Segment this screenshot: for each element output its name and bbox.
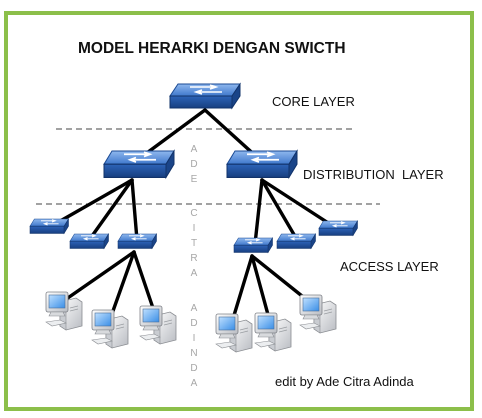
- link-core-distribution-right: [203, 108, 260, 160]
- computer-2-icon: [91, 309, 129, 349]
- distribution-switch-left-icon: [103, 150, 175, 179]
- link-right-dist-access-2: [260, 178, 298, 240]
- diagram-title: MODEL HERARKI DENGAN SWICTH: [78, 40, 346, 57]
- computer-1-icon: [45, 291, 83, 331]
- watermark-letter: I: [193, 333, 196, 344]
- watermark-letter: A: [191, 303, 198, 314]
- computer-3-icon: [139, 305, 177, 345]
- watermark-letter: A: [191, 378, 198, 389]
- link-left-dist-access-3: [130, 178, 139, 242]
- link-access-pc-1: [60, 250, 136, 304]
- link-access-pc-3: [132, 250, 157, 316]
- watermark-letter: D: [190, 159, 197, 170]
- link-right-dist-access-1: [253, 178, 264, 246]
- access-switch-1-icon: [29, 218, 69, 234]
- computer-4-icon: [215, 313, 253, 353]
- watermark-letter: D: [190, 318, 197, 329]
- access-switch-2-icon: [69, 233, 109, 249]
- diagram-border: [4, 11, 474, 411]
- access-switch-5-icon: [276, 233, 316, 249]
- computer-6-icon: [299, 294, 337, 334]
- link-right-dist-access-3: [260, 178, 338, 230]
- distribution-switch-right-icon: [226, 150, 298, 179]
- access-switch-4-icon: [233, 237, 273, 253]
- watermark-vertical-text: A D E C I T R A A D I N D A: [190, 144, 197, 389]
- watermark-letter: A: [191, 144, 198, 155]
- watermark-letter: T: [191, 238, 197, 249]
- link-access-pc-5: [250, 254, 272, 324]
- computer-5-icon: [254, 312, 292, 352]
- watermark-letter: D: [190, 363, 197, 374]
- link-left-dist-access-2: [90, 178, 134, 238]
- access-switch-6-icon: [318, 220, 358, 236]
- core-layer-label: CORE LAYER: [272, 94, 355, 109]
- watermark-letter: E: [191, 174, 198, 185]
- watermark-letter: C: [190, 208, 197, 219]
- watermark-letter: N: [190, 348, 197, 359]
- credit-text: edit by Ade Citra Adinda: [275, 374, 415, 389]
- access-switch-3-icon: [117, 233, 157, 249]
- watermark-letter: A: [191, 268, 198, 279]
- distribution-layer-label: DISTRIBUTION LAYER: [303, 167, 444, 182]
- watermark-letter: R: [190, 253, 197, 264]
- watermark-letter: I: [193, 223, 196, 234]
- core-switch-icon: [169, 83, 241, 109]
- link-core-distribution-left: [138, 108, 207, 160]
- link-access-pc-4: [230, 254, 254, 324]
- access-layer-label: ACCESS LAYER: [340, 259, 439, 274]
